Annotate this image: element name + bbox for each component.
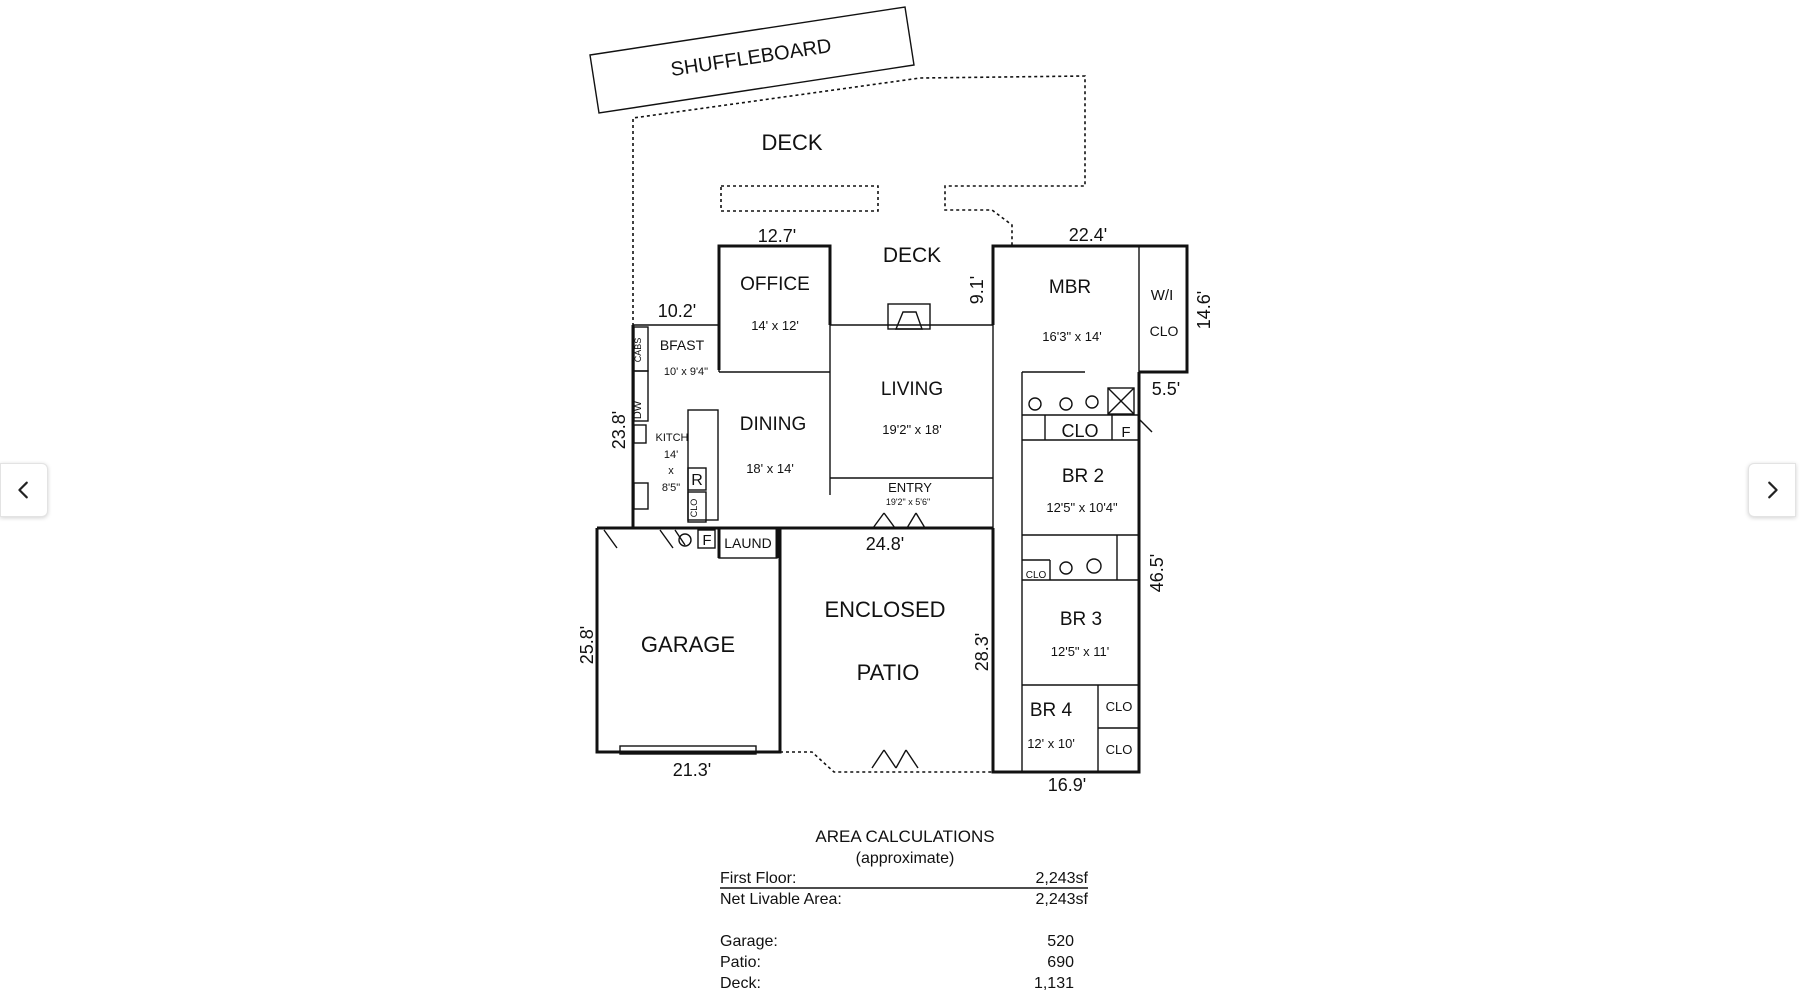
dim-br4-width: 16.9': [1048, 775, 1086, 795]
area-row-value: 1,131: [1034, 975, 1074, 992]
area-subtitle: (approximate): [856, 850, 955, 867]
dim-deck-depth: 9.1': [967, 276, 987, 304]
area-row-value: 690: [1047, 954, 1074, 971]
br4-name: BR 4: [1030, 700, 1073, 721]
bfast-name: BFAST: [660, 337, 705, 353]
wi-clo-line2: CLO: [1150, 323, 1179, 339]
enclosed-patio-line2: PATIO: [857, 660, 920, 685]
br2-size: 12'5" x 10'4": [1046, 500, 1118, 515]
dim-patio-width: 24.8': [866, 534, 904, 554]
dim-mbr-width: 22.4': [1069, 225, 1107, 245]
garage-label: GARAGE: [641, 632, 735, 657]
interior-walls: [603, 246, 1153, 772]
dim-mbr-depth: 14.6': [1194, 291, 1214, 329]
laund-label: LAUND: [724, 535, 771, 551]
mbr-size: 16'3" x 14': [1042, 329, 1101, 344]
area-row-value: 2,243sf: [1036, 870, 1089, 887]
kitchen-dim-a: 14': [664, 449, 678, 461]
shuffleboard: SHUFFLEBOARD: [589, 6, 915, 114]
living-size: 19'2" x 18': [882, 422, 941, 437]
br3-name: BR 3: [1060, 609, 1102, 630]
r-label: R: [691, 472, 703, 489]
deck-lower-label: DECK: [883, 244, 941, 267]
dw-label: DW: [632, 400, 644, 419]
chevron-right-icon: [1768, 481, 1778, 499]
living-name: LIVING: [881, 379, 943, 400]
dining-size: 18' x 14': [746, 461, 794, 476]
next-image-button[interactable]: [1748, 463, 1796, 517]
clo-kitchen-label: CLO: [689, 499, 699, 518]
clo-bath-label: CLO: [1061, 421, 1098, 441]
area-title: AREA CALCULATIONS: [815, 827, 994, 846]
wi-clo-line1: W/I: [1151, 287, 1174, 304]
mbr-name: MBR: [1049, 277, 1091, 298]
office-size: 14' x 12': [751, 318, 799, 333]
f-kitchen-label: F: [702, 532, 711, 549]
area-row-label: Garage:: [720, 933, 778, 950]
br2-name: BR 2: [1062, 466, 1104, 487]
dimension-labels: 12.7' 22.4' 10.2' 9.1' 14.6' 5.5' 23.8' …: [577, 225, 1214, 795]
dim-kitchen-depth: 23.8': [609, 411, 629, 449]
dim-office-width: 12.7': [758, 226, 796, 246]
clo-hall-label: CLO: [1026, 570, 1047, 581]
kitchen-dim-x: x: [668, 465, 674, 477]
clo-br4-b-label: CLO: [1106, 742, 1133, 757]
room-labels: DECK OFFICE 14' x 12' BFAST 10' x 9'4" C…: [632, 244, 1178, 757]
area-row-label: Patio:: [720, 954, 761, 971]
br4-size: 12' x 10': [1027, 736, 1075, 751]
clo-br4-a-label: CLO: [1106, 699, 1133, 714]
area-row-label: Net Livable Area:: [720, 891, 842, 908]
br3-size: 12'5" x 11': [1051, 644, 1110, 659]
area-row-label: Deck:: [720, 975, 761, 992]
deck-upper-label: DECK: [761, 130, 822, 155]
kitchen-name: KITCH: [656, 432, 689, 444]
kitchen-dim-b: 8'5": [662, 482, 680, 494]
dim-bedroom-wing: 46.5': [1147, 554, 1167, 592]
previous-image-button[interactable]: [0, 463, 48, 517]
dim-patio-depth: 28.3': [972, 633, 992, 671]
bfast-size: 10' x 9'4": [664, 366, 708, 378]
area-row-value: 520: [1047, 933, 1074, 950]
cabs-label: CABS: [633, 338, 643, 363]
enclosed-patio-line1: ENCLOSED: [824, 597, 945, 622]
f-bath-label: F: [1121, 424, 1130, 441]
chevron-left-icon: [18, 481, 28, 499]
dim-garage-depth: 25.8': [577, 626, 597, 664]
deck-outline: DECK: [632, 75, 1086, 440]
office-name: OFFICE: [740, 274, 810, 295]
dining-name: DINING: [740, 414, 807, 435]
area-row-value: 2,243sf: [1036, 891, 1089, 908]
shuffleboard-label: SHUFFLEBOARD: [669, 35, 833, 81]
dim-bath-jog: 5.5': [1152, 379, 1180, 399]
dim-bfast-width: 10.2': [658, 301, 696, 321]
area-row-label: First Floor:: [720, 870, 796, 887]
entry-size: 19'2" x 5'6": [886, 497, 930, 507]
area-calculations: AREA CALCULATIONS (approximate) First Fl…: [720, 827, 1089, 992]
dim-garage-width: 21.3': [673, 760, 711, 780]
entry-name: ENTRY: [888, 480, 932, 495]
